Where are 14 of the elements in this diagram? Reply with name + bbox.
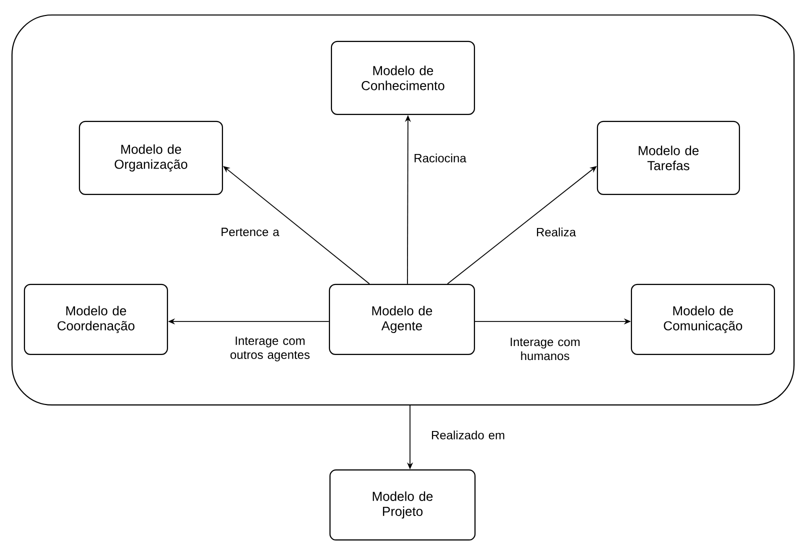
model-box: Modelo de Organização [78, 120, 223, 195]
model-box: Modelo de Projeto [329, 469, 476, 541]
edge-label: Pertence a [222, 228, 280, 236]
model-box: Modelo de Comunicação [630, 284, 775, 355]
frame-box [11, 14, 795, 406]
edge-label: Raciocina [414, 154, 466, 162]
model-box: Modelo de Agente [328, 284, 475, 355]
model-box: Modelo de Conhecimento [330, 40, 475, 115]
edge-label: Realiza [536, 228, 576, 236]
model-box: Modelo de Tarefas [596, 120, 740, 195]
edge-label: Interage com outros agentes [230, 336, 310, 362]
model-box: Modelo de Coordenação [24, 284, 168, 355]
edge-label: Interage com humanos [510, 338, 580, 360]
edge-label: Realizado em [432, 430, 504, 440]
